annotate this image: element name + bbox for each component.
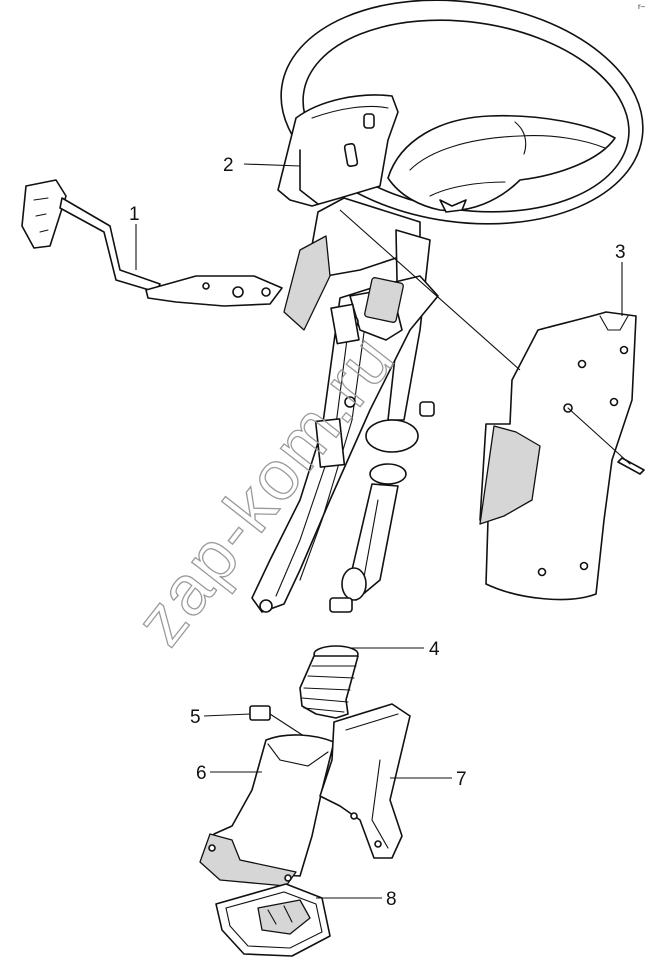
part-2-upper-shroud — [277, 94, 399, 207]
callout-3: 3 — [615, 242, 626, 263]
part-8-floor-plate — [215, 883, 331, 957]
part-7-side-panel — [319, 703, 411, 859]
part-5-clip — [249, 705, 311, 741]
callout-6: 6 — [196, 763, 207, 784]
part-1-pedal-bracket — [21, 179, 283, 307]
leader-shroud-2 — [339, 209, 521, 371]
part-3-lower-shroud — [479, 311, 645, 601]
leader-5 — [203, 713, 251, 717]
part-4-bellows — [299, 645, 359, 719]
callout-5: 5 — [190, 707, 201, 728]
callout-1: 1 — [129, 204, 140, 225]
steering-column-assembly — [251, 197, 439, 613]
callout-7: 7 — [456, 769, 467, 790]
callout-2: 2 — [223, 155, 234, 176]
callout-numbers: 1 2 3 4 5 6 7 8 — [129, 155, 626, 910]
callout-4: 4 — [429, 639, 440, 660]
part-6-column-cover — [199, 734, 335, 887]
leader-2 — [243, 163, 301, 167]
corner-mark: r– — [638, 2, 646, 11]
callout-8: 8 — [386, 889, 397, 910]
leader-lines — [135, 163, 623, 899]
